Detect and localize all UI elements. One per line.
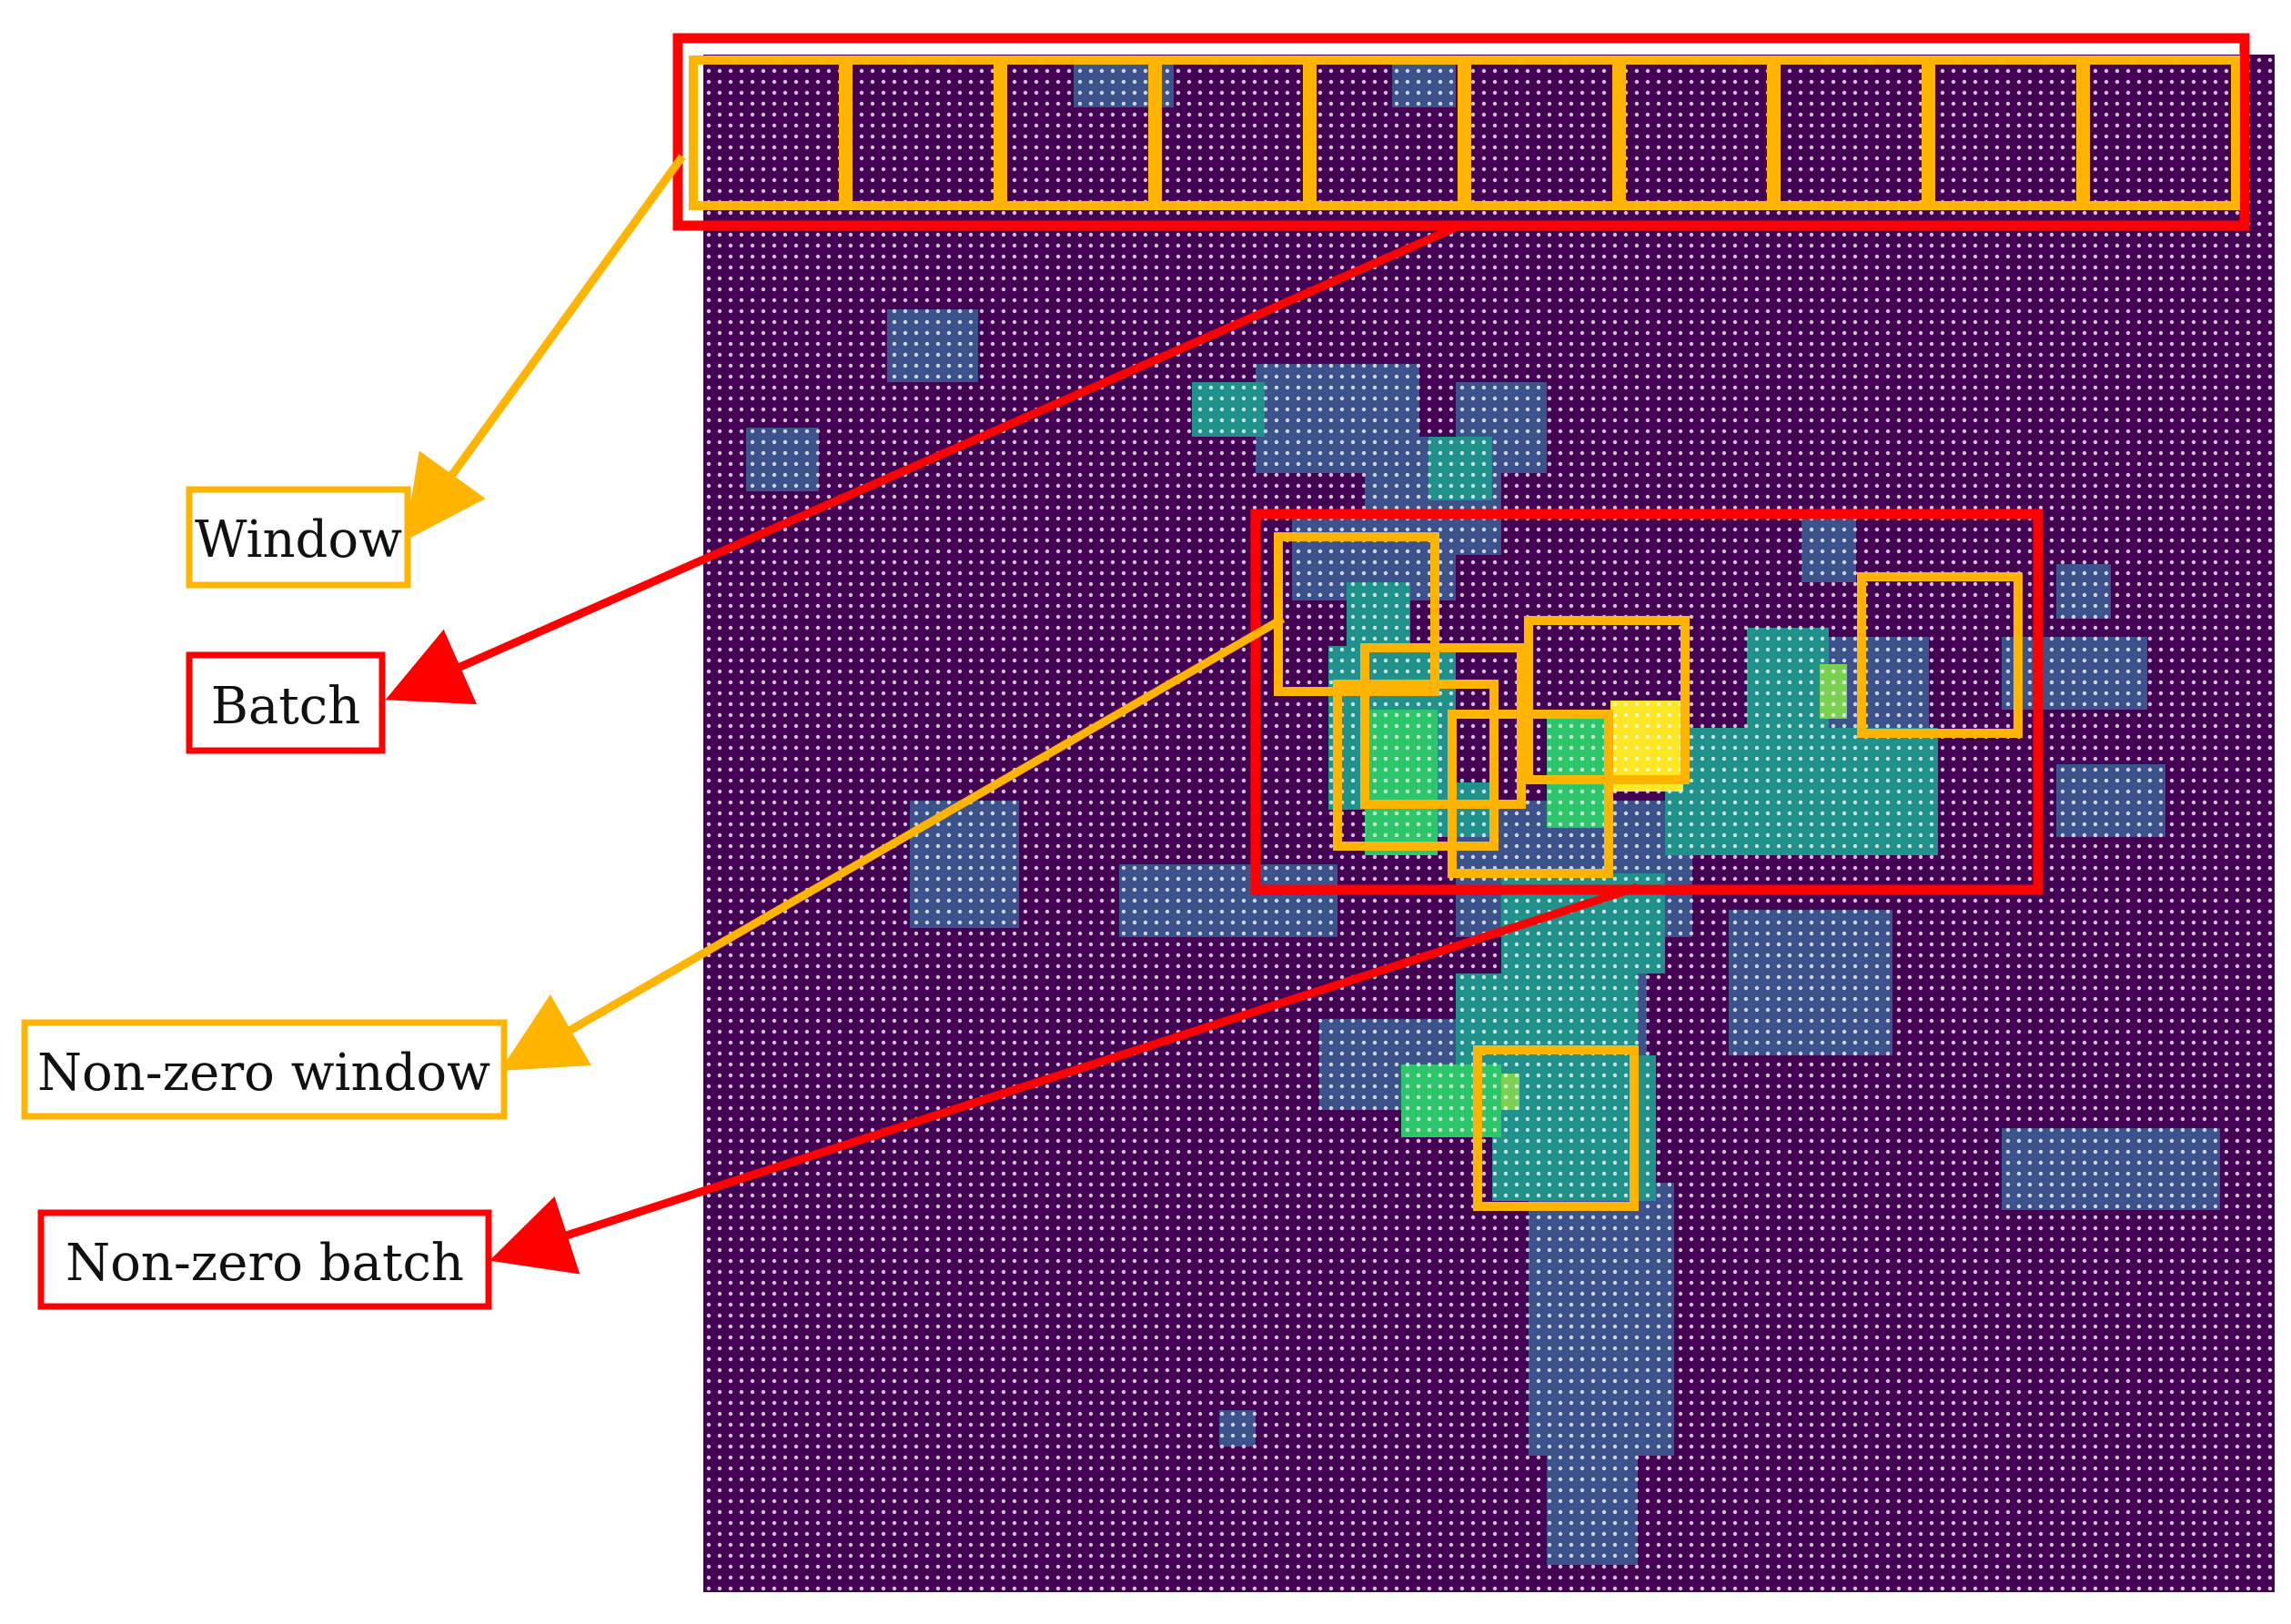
arrow-icon bbox=[385, 223, 1458, 705]
label-nonzero-window-text: Non-zero window bbox=[37, 1044, 490, 1103]
nonzero-window-box bbox=[1448, 710, 1613, 878]
arrow-icon bbox=[489, 883, 1640, 1275]
nonzero-window-box bbox=[1857, 572, 2023, 738]
label-window-box bbox=[186, 486, 411, 589]
heatmap-dot-grid bbox=[703, 55, 2275, 1592]
label-nonzero-batch: Non-zero batch bbox=[37, 1209, 492, 1310]
label-window: Window bbox=[186, 486, 411, 589]
heatmap bbox=[703, 55, 2275, 1592]
arrow-icon bbox=[404, 154, 686, 541]
label-batch: Batch bbox=[186, 651, 386, 754]
nonzero-window-box bbox=[1333, 680, 1499, 851]
nonzero-batch-group bbox=[1250, 509, 2044, 1211]
arrow-icon bbox=[500, 615, 1286, 1072]
top-batch bbox=[672, 33, 2250, 231]
arrows bbox=[385, 154, 1640, 1275]
label-window-text: Window bbox=[195, 510, 402, 570]
nonzero-window-box bbox=[1360, 643, 1526, 809]
label-nonzero-batch-box bbox=[37, 1209, 492, 1310]
window-box bbox=[2081, 55, 2240, 210]
nonzero-windows bbox=[1274, 532, 2023, 1211]
batch-box-top bbox=[672, 33, 2250, 231]
nonzero-window-box bbox=[1473, 1045, 1639, 1211]
label-batch-box bbox=[186, 651, 386, 754]
label-batch-text: Batch bbox=[211, 677, 360, 736]
label-nonzero-window-box bbox=[21, 1019, 508, 1120]
window-row-top bbox=[689, 55, 2240, 210]
label-nonzero-window: Non-zero window bbox=[21, 1019, 508, 1120]
nonzero-batch-box bbox=[1250, 509, 2044, 895]
label-nonzero-batch-text: Non-zero batch bbox=[66, 1234, 464, 1293]
nonzero-window-box bbox=[1274, 532, 1439, 696]
